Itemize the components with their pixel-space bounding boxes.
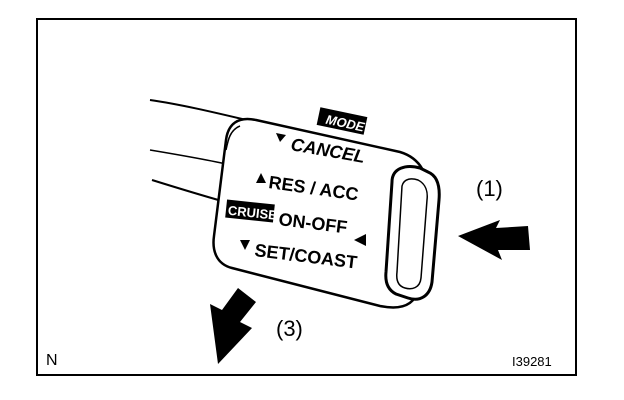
- res-arrow-icon: [256, 173, 266, 183]
- callout-push: (1): [476, 176, 503, 201]
- cancel-arrow-icon: [276, 133, 286, 142]
- cruise-label: CRUISE: [227, 203, 278, 223]
- figure-id-label: I39281: [512, 354, 552, 369]
- corner-label-left: N: [46, 352, 58, 369]
- cruise-badge: [225, 199, 275, 223]
- pull-arrow-icon: [210, 288, 256, 364]
- set-arrow-icon: [240, 240, 250, 250]
- mode-badge: [316, 107, 368, 135]
- callout-pull: (3): [276, 316, 303, 341]
- end-button-inner: [396, 178, 428, 290]
- push-arrow-icon: [458, 220, 530, 260]
- on-off-arrow-icon: [354, 234, 366, 246]
- mode-label: MODE: [324, 112, 366, 135]
- switch-body-bevel: [225, 125, 241, 151]
